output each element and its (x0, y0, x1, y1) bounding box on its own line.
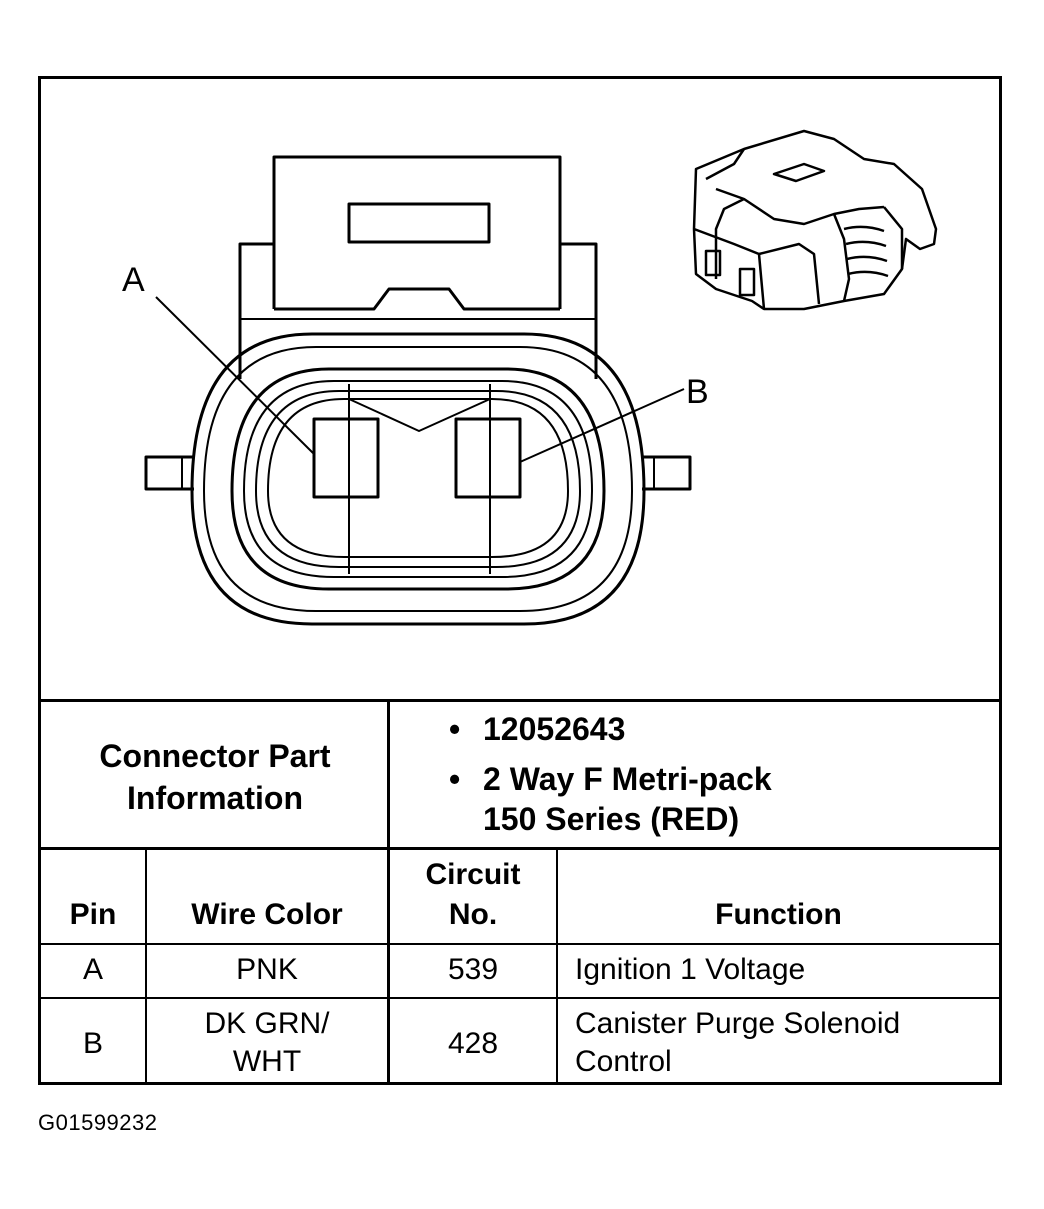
connector-info-title-line1: Connector Part (99, 738, 331, 774)
connector-info-title: Connector Part Information (41, 735, 389, 819)
header-wire-color: Wire Color (191, 898, 343, 931)
connector-seal-ring (230, 367, 606, 591)
connector-info-title-line2: Information (127, 780, 303, 816)
bullet-dot: • (449, 711, 461, 747)
pin-label-b: B (686, 373, 709, 411)
connector-drawing-area: A B (41, 79, 999, 699)
divider-info-table (41, 847, 999, 850)
row-b-wire-line2: WHT (232, 1045, 302, 1078)
row-b-wire-line1: DK GRN/ (204, 1007, 330, 1040)
connector-side-tab-left (144, 455, 194, 491)
terminal-cavity-b (454, 417, 522, 499)
header-circuit-line2: No. (448, 898, 498, 931)
row-b-circuit: 428 (447, 1027, 499, 1060)
header-circuit-no: Circuit No. (390, 855, 556, 935)
connector-side-tab-right (642, 455, 692, 491)
row-b-pin: B (82, 1027, 103, 1060)
connector-face-drawing: A B (122, 129, 938, 626)
connector-type-bullet: • 2 Way F Metri-pack 150 Series (RED) (449, 759, 772, 839)
part-number-bullet: • 12052643 (449, 709, 625, 749)
divider-info-columns (387, 699, 390, 1085)
row-a-function: Ignition 1 Voltage (575, 953, 806, 986)
connector-latch-window (347, 202, 491, 244)
row-b-function: Canister Purge Solenoid Control (575, 1005, 995, 1081)
header-pin: Pin (69, 898, 117, 931)
leader-line-a (155, 296, 315, 455)
connector-keying-v (348, 398, 491, 432)
divider-drawing-info (41, 699, 999, 702)
connector-shoulder-left (238, 242, 276, 379)
part-number: 12052643 (483, 711, 626, 747)
connector-cavity (267, 398, 569, 558)
bullet-dot: • (449, 761, 461, 797)
connector-latch-housing (272, 155, 562, 309)
row-b-wire-color: DK GRN/ WHT (147, 1005, 387, 1081)
connector-outer-shell (190, 332, 646, 626)
divider-circuit-column (556, 847, 558, 1085)
row-b-function-line1: Canister Purge Solenoid (575, 1007, 901, 1040)
figure-id: G01599232 (38, 1110, 158, 1135)
connector-shoulder-right (558, 242, 598, 379)
header-function: Function (715, 898, 842, 931)
terminal-cavity-a (312, 417, 380, 499)
connector-type-line1: 2 Way F Metri-pack (483, 761, 772, 797)
pin-label-a: A (122, 261, 145, 299)
connector-perspective-icon (692, 129, 938, 311)
row-b-function-line2: Control (575, 1045, 672, 1078)
row-a-pin: A (82, 953, 103, 986)
header-circuit-line1: Circuit (425, 858, 521, 891)
row-a-circuit: 539 (447, 953, 499, 986)
connector-diagram-frame: A B Connector Part Information • 12052643… (38, 76, 1002, 1085)
leader-line-b (519, 388, 685, 463)
divider-header-row (41, 943, 999, 945)
row-a-wire-color: PNK (236, 953, 298, 986)
connector-type-line2: 150 Series (RED) (483, 801, 740, 837)
divider-row-a (41, 997, 999, 999)
divider-pin-column (145, 847, 147, 1085)
